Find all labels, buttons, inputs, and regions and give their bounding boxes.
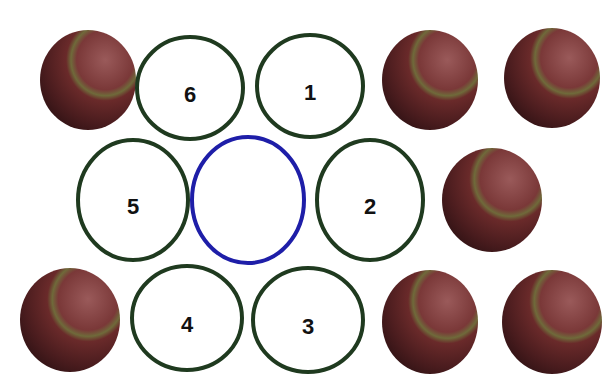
neighbor-site: 5 (76, 138, 190, 262)
neighbor-site: 6 (135, 35, 245, 141)
neighbor-site: 4 (130, 264, 244, 372)
site-number: 3 (302, 302, 314, 338)
neighbor-site: 2 (315, 138, 425, 262)
site-number: 6 (184, 70, 196, 106)
neighbor-site: 3 (251, 266, 365, 374)
atom-spheres (20, 28, 602, 374)
site-number: 1 (304, 68, 316, 104)
site-number: 5 (127, 182, 139, 218)
central-site (192, 137, 304, 263)
site-number: 2 (364, 182, 376, 218)
site-number: 4 (181, 300, 193, 336)
neighbor-site: 1 (255, 33, 365, 139)
